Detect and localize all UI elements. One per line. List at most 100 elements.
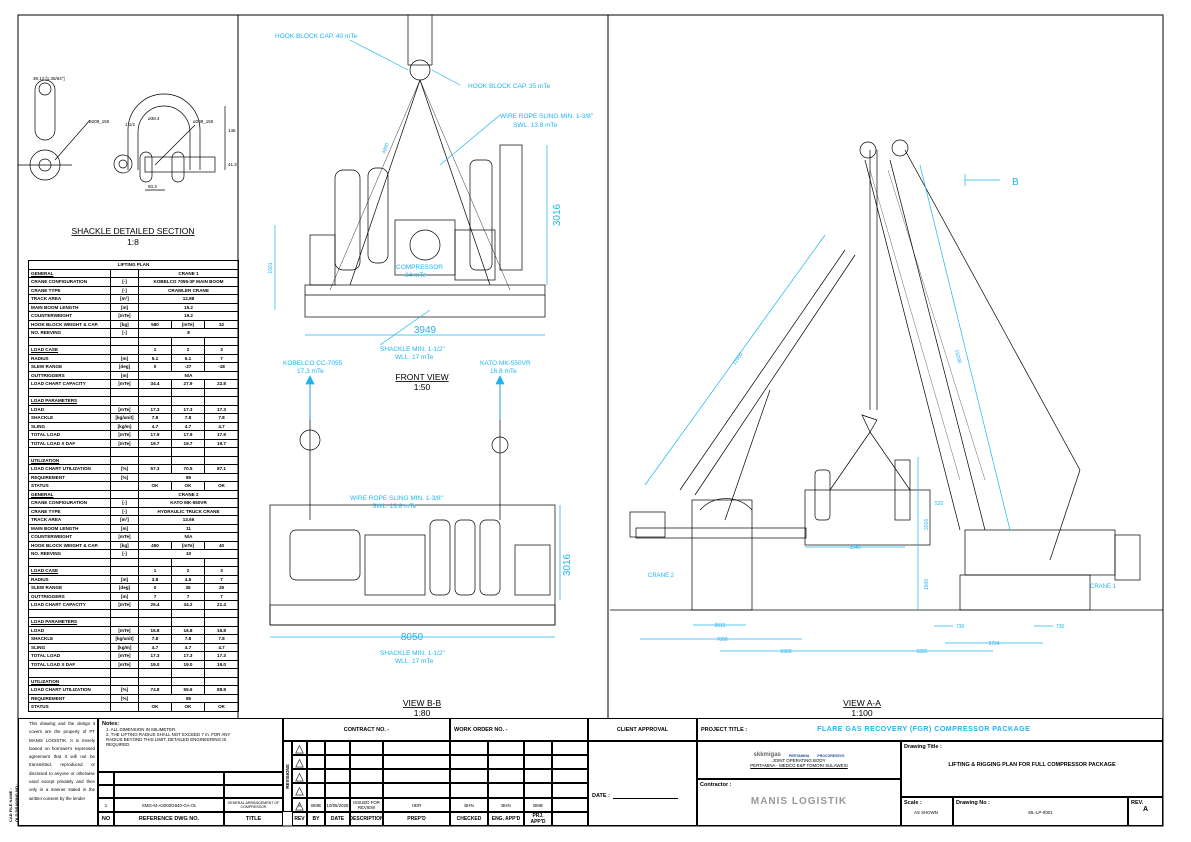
shackle-dim-width: 60.3 — [148, 184, 157, 189]
rev-cell — [552, 812, 588, 826]
param-label: STATUS — [28, 481, 111, 491]
param-value: 17.9 — [171, 430, 205, 440]
table-row: REQUIREMENT[%]85 — [28, 693, 240, 703]
project-title: FLARE GAS RECOVERY (FGR) COMPRESSOR PACK… — [817, 726, 1031, 733]
param-value: 580 — [138, 319, 172, 329]
param-label: SLING — [28, 421, 111, 431]
table-row — [28, 608, 240, 618]
procor-logo: PROCORESEVS — [817, 754, 845, 758]
dim-boom2: 11000 — [732, 351, 745, 366]
ref-title: GENERAL ARRANGEMENT OF COMPRESSOR — [224, 798, 283, 812]
param-label: UTILIZATION — [28, 455, 111, 465]
table-row: TRACK AREA[m²]13.66 — [28, 515, 240, 525]
param-label: MAIN BOOM LENGTH — [28, 302, 111, 312]
param-unit — [110, 345, 139, 355]
bb-crane1-load: 17.3 mTe — [297, 368, 324, 375]
rev-cell — [307, 741, 325, 755]
crane2-label: CRANE 2 — [648, 573, 675, 579]
param-value: 19.2 — [137, 311, 240, 321]
param-unit — [110, 455, 139, 465]
table-row: MAIN BOOM LENGTH[m]15.2 — [28, 302, 240, 312]
param-value: 17.3 — [203, 404, 240, 414]
param-value — [203, 617, 240, 627]
shackle-dim-pin2: 41.3 — [228, 162, 237, 167]
param-unit — [110, 396, 139, 406]
shackle-dim-dia-left: ø209_150 — [89, 119, 110, 124]
bb-dim-width: 8050 — [401, 632, 424, 643]
table-row: NO. REEVING[-]10 — [28, 549, 240, 559]
param-label: REQUIREMENT — [28, 693, 111, 703]
shackle-scale: 1:8 — [127, 237, 139, 247]
param-unit: [mTe] — [110, 532, 139, 542]
param-value: -27 — [171, 362, 205, 372]
rev-cell — [307, 755, 325, 769]
param-value — [203, 336, 240, 346]
rev-triangle-icon: △ — [292, 769, 307, 783]
param-unit: [kg/m] — [110, 642, 139, 652]
param-value — [138, 455, 172, 465]
rev-cell — [383, 741, 450, 755]
section-b-label: B — [1012, 177, 1019, 188]
param-value: 70.5 — [171, 464, 205, 474]
param-unit: [mTe] — [110, 438, 139, 448]
param-label: LOAD PARAMETERS — [28, 396, 111, 406]
table-row: MAIN BOOM LENGTH[m]11 — [28, 523, 240, 533]
rev-triangle-icon: △ — [292, 783, 307, 798]
param-label: SHACKLE — [28, 413, 111, 423]
param-value: 3 — [203, 566, 240, 576]
param-label: MAIN BOOM LENGTH — [28, 523, 111, 533]
scale-value: AS SHOWN — [914, 810, 938, 815]
param-label: GENERAL — [28, 268, 111, 278]
rev-cell — [450, 755, 488, 769]
param-value: 87.1 — [203, 464, 240, 474]
param-value: 40 — [203, 540, 240, 550]
param-value: 19.7 — [203, 438, 240, 448]
param-label: RADIUS — [28, 353, 111, 363]
rev-cell — [307, 769, 325, 783]
param-label: TOTAL LOAD — [28, 651, 111, 661]
rev-cell — [488, 783, 524, 798]
param-value — [138, 676, 172, 686]
dim-7000: 7000 — [716, 637, 727, 643]
rev-cell — [383, 769, 450, 783]
param-label: COUNTERWEIGHT — [28, 311, 111, 321]
hook-block-40-label: HOOK BLOCK CAP. 40 mTe — [275, 33, 358, 40]
hook-block-35-label: HOOK BLOCK CAP. 35 mTe — [468, 83, 551, 90]
rev-cell — [552, 769, 588, 783]
param-value: 85 — [137, 693, 240, 703]
param-label: COUNTERWEIGHT — [28, 532, 111, 542]
param-value: 17.3 — [138, 651, 172, 661]
rev-cell — [450, 741, 488, 755]
rev-cell — [383, 755, 450, 769]
param-label — [28, 608, 111, 618]
param-unit: [m] — [110, 574, 139, 584]
param-value: 55.6 — [171, 685, 205, 695]
param-unit: [%] — [110, 693, 139, 703]
param-unit: [mTe] — [110, 600, 139, 610]
notes-box: Notes: 1. ALL DIMENSION IN MILIMETER. 2.… — [98, 718, 283, 772]
shackle-title: SHACKLE DETAILED SECTION — [71, 226, 194, 236]
drawing-title: LIFTING & RIGGING PLAN FOR FULL COMPRESS… — [948, 762, 1116, 768]
param-value: 17.9 — [203, 430, 240, 440]
rev-cell — [552, 783, 588, 798]
param-label: CRANE CONFIGURATION — [28, 498, 111, 508]
param-value — [138, 557, 172, 567]
param-value: 4.7 — [203, 421, 240, 431]
table-row: CRANE CONFIGURATION[-]KATO MK-550VR — [28, 498, 240, 508]
param-value — [203, 668, 240, 678]
table-row: CRANE TYPE[-]HYDRAULIC TRUCK CRANE — [28, 506, 240, 516]
param-value: OK — [138, 481, 172, 491]
param-value: 4.5 — [171, 574, 205, 584]
param-label — [28, 668, 111, 678]
table-row: CRANE TYPE[-]CRAWLER CRANE — [28, 285, 240, 295]
shackle-dim-inner: ø38.4 — [148, 116, 160, 121]
param-unit — [110, 387, 139, 397]
param-unit — [110, 702, 139, 712]
